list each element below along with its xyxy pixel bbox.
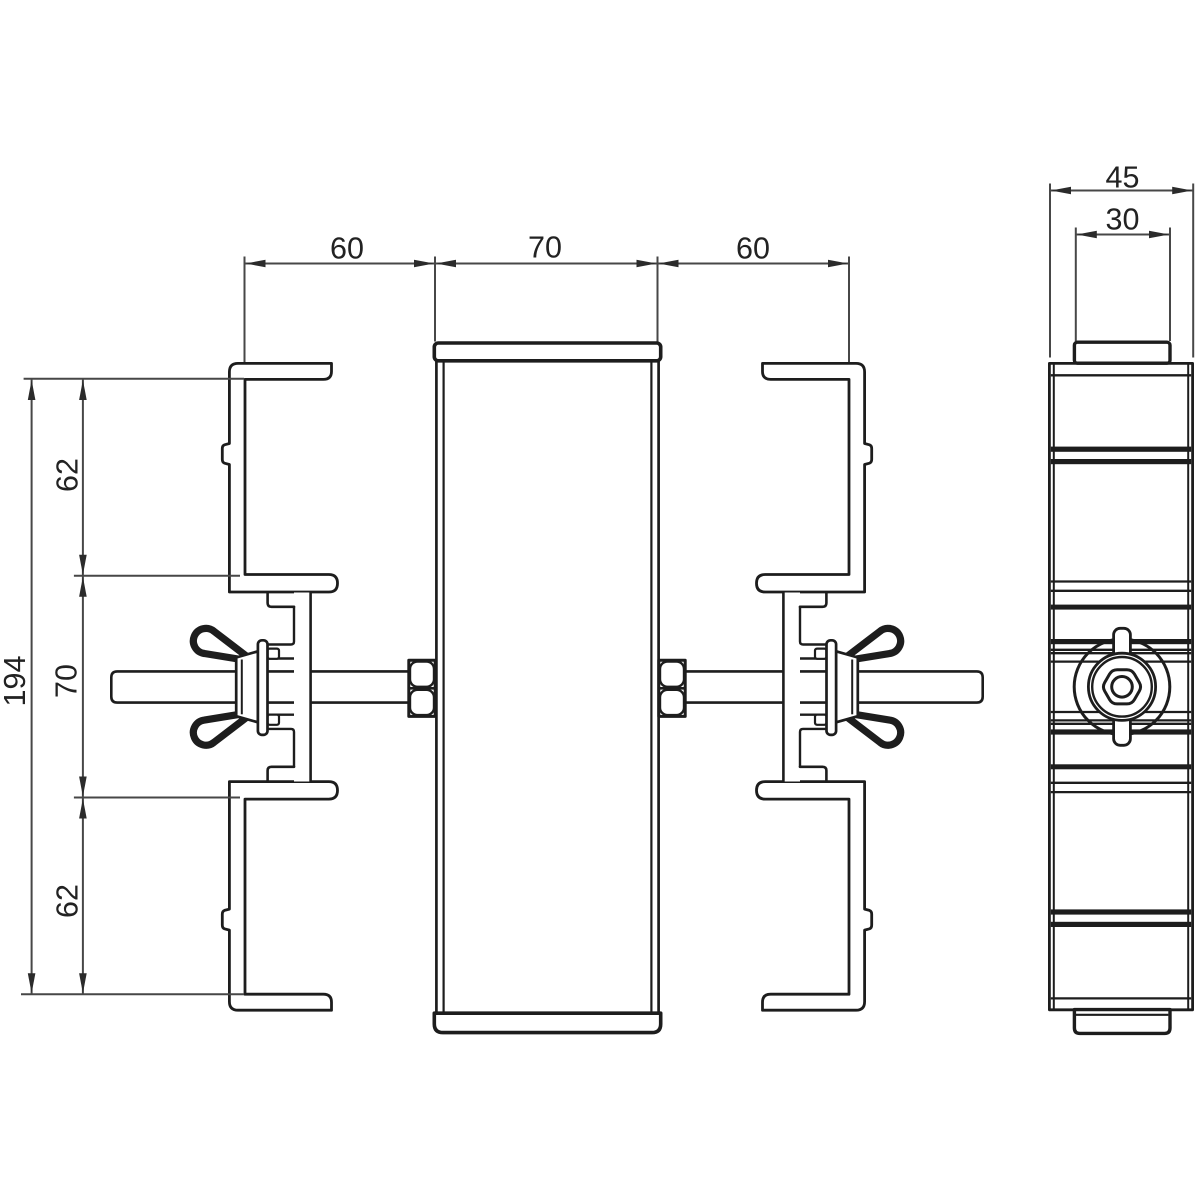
svg-text:70: 70 (50, 664, 84, 698)
svg-text:60: 60 (736, 232, 770, 266)
svg-text:194: 194 (0, 656, 32, 707)
svg-text:62: 62 (51, 884, 85, 918)
svg-text:70: 70 (528, 231, 562, 265)
svg-text:62: 62 (51, 458, 85, 492)
svg-text:45: 45 (1106, 161, 1140, 195)
svg-text:30: 30 (1106, 203, 1140, 237)
svg-text:60: 60 (330, 232, 364, 266)
